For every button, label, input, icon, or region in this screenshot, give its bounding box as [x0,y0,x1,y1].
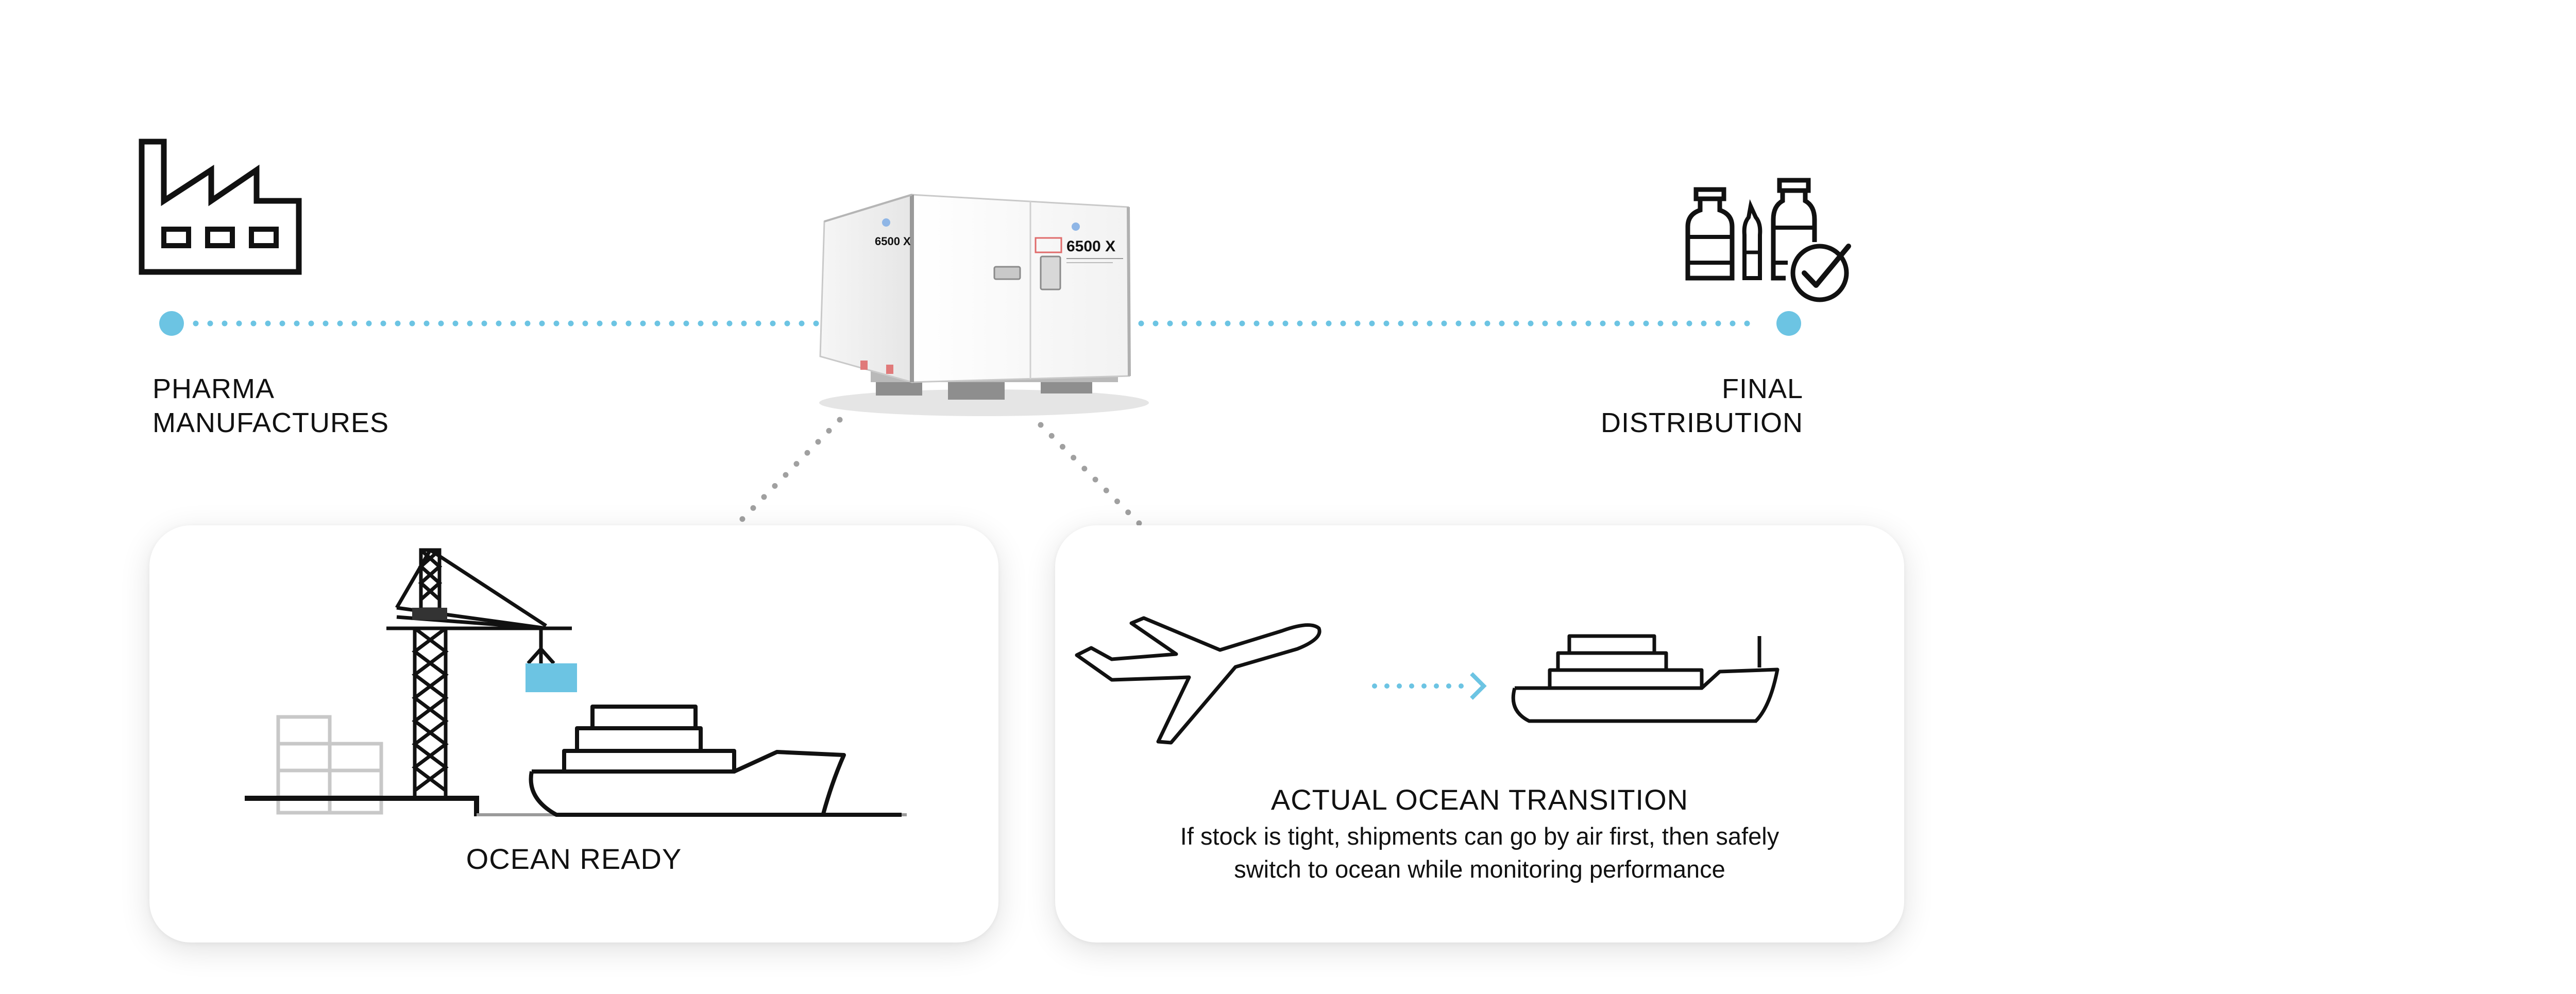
cargo-ship-icon [1511,634,1780,723]
medicine-vials-check-icon [1685,178,1851,302]
end-label-line-1: FINAL [1721,373,1803,404]
airplane-icon [1075,616,1321,745]
port-scene [245,548,907,817]
shipping-container-unit: 6500 X 6500 X [819,193,1149,416]
timeline-start-dot [159,311,184,336]
timeline-end-dot [1776,311,1801,336]
factory-icon [139,139,302,275]
start-label-line-1: PHARMA [152,373,275,404]
start-label-line-2: MANUFACTURES [152,407,389,438]
card-ocean-transition: ACTUAL OCEAN TRANSITION If stock is tigh… [1055,525,1904,942]
arrow-right-icon [1470,672,1487,700]
card-ocean-transition-desc-line-2: switch to ocean while monitoring perform… [1234,855,1725,883]
container-model-text-side: 6500 X [875,235,911,248]
crane-cab [412,608,447,620]
end-label: FINAL DISTRIBUTION [1561,372,1803,440]
container-model-text-front: 6500 X [1066,238,1115,255]
card-ocean-transition-desc-line-1: If stock is tight, shipments can go by a… [1180,822,1780,850]
branch-dotted-right [1038,422,1160,544]
card-ocean-ready-title: OCEAN READY [466,843,682,875]
cargo-ship-icon [529,705,902,817]
card-ocean-transition-title: ACTUAL OCEAN TRANSITION [1270,783,1689,816]
start-label: PHARMA MANUFACTURES [152,372,389,440]
card-ocean-transition-description: If stock is tight, shipments can go by a… [1055,820,1904,886]
card-ocean-ready: OCEAN READY [149,525,998,942]
air-to-ocean-scene [1075,616,1780,745]
end-label-line-2: DISTRIBUTION [1600,407,1803,438]
hanging-container [526,663,577,692]
stacked-crates [276,715,383,815]
